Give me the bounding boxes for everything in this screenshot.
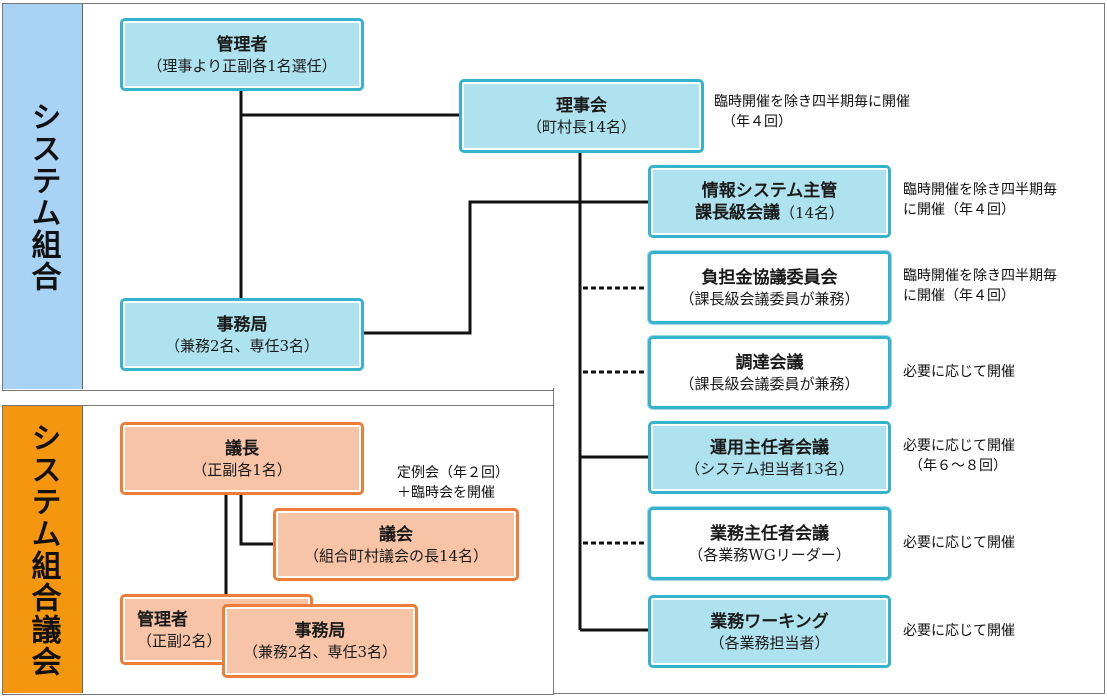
business-leads-sub: （各業務WGリーダー） xyxy=(688,545,851,564)
business-working-box: 業務ワーキング （各業務担当者） xyxy=(648,595,891,668)
board-sub: （町村長14名） xyxy=(526,118,637,136)
system-union-label: システム組合 xyxy=(25,100,61,293)
chair-note: 定例会（年２回） ＋臨時会を開催 xyxy=(397,465,509,501)
business-working-title: 業務ワーキング xyxy=(710,611,829,632)
office-info-line xyxy=(363,200,651,335)
procurement-sub: （課長級会議委員が兼務） xyxy=(679,374,860,393)
manager-title: 管理者 xyxy=(216,34,268,55)
office-sub: （兼務2名、専任3名） xyxy=(164,336,320,355)
board-title: 理事会 xyxy=(556,96,607,116)
council-title: 議会 xyxy=(379,524,413,545)
business-working-note: 必要に応じて開催 xyxy=(903,623,1015,639)
business-leads-note: 必要に応じて開催 xyxy=(903,535,1015,551)
procurement-box: 調達会議 （課長級会議委員が兼務） xyxy=(648,336,891,409)
info-meeting-box: 情報システム主管 課長級会議（14名） xyxy=(648,165,891,238)
burden-committee-note: 臨時開催を除き四半期毎 に開催（年４回） xyxy=(903,268,1057,304)
office-box: 事務局 （兼務2名、専任3名） xyxy=(120,298,364,371)
chair-title: 議長 xyxy=(225,438,259,459)
burden-committee-title: 負担金協議委員会 xyxy=(701,267,838,288)
chair-council-line xyxy=(239,493,276,546)
system-assembly-sidebar: システム組合議会 xyxy=(3,406,83,693)
board-box: 理事会 （町村長14名） xyxy=(459,79,704,153)
chair-box: 議長 （正副各1名） xyxy=(120,422,364,495)
procurement-note: 必要に応じて開催 xyxy=(903,364,1015,380)
operations-box: 運用主任者会議 （システム担当者13名） xyxy=(648,421,891,494)
assembly-office-sub: （兼務2名、専任3名） xyxy=(242,643,398,661)
business-working-sub: （各業務担当者） xyxy=(709,633,830,652)
info-meeting-title2: 課長級会議 xyxy=(694,202,780,223)
office-title: 事務局 xyxy=(216,314,268,335)
system-assembly-label: システム組合議会 xyxy=(25,421,61,678)
chair-sub: （正副各1名） xyxy=(192,460,292,479)
board-note: 臨時開催を除き四半期毎に開催 （年４回） xyxy=(714,94,910,130)
burden-committee-sub: （課長級会議委員が兼務） xyxy=(679,289,860,308)
manager-box: 管理者 （理事より正副各1名選任） xyxy=(120,18,364,91)
operations-title: 運用主任者会議 xyxy=(710,437,829,458)
council-sub: （組合町村議会の長14名） xyxy=(303,546,489,565)
system-union-sidebar: システム組合 xyxy=(3,4,83,389)
operations-note: 必要に応じて開催 （年６～８回） xyxy=(903,438,1015,474)
assembly-manager-title: 管理者 xyxy=(137,609,188,630)
business-leads-box: 業務主任者会議 （各業務WGリーダー） xyxy=(648,507,891,580)
info-meeting-title1: 情報システム主管 xyxy=(701,180,838,201)
info-meeting-note: 臨時開催を除き四半期毎 に開催（年４回） xyxy=(903,182,1057,218)
operations-sub: （システム担当者13名） xyxy=(685,459,854,478)
manager-sub: （理事より正副各1名選任） xyxy=(147,56,337,75)
assembly-office-box: 事務局 （兼務2名、専任3名） xyxy=(222,604,418,678)
info-meeting-inline: （14名） xyxy=(779,203,845,222)
assembly-office-title: 事務局 xyxy=(294,621,346,641)
burden-committee-box: 負担金協議委員会 （課長級会議委員が兼務） xyxy=(648,251,891,324)
assembly-manager-sub: （正副2名） xyxy=(137,631,222,650)
procurement-title: 調達会議 xyxy=(735,352,804,373)
council-box: 議会 （組合町村議会の長14名） xyxy=(273,508,519,581)
business-leads-title: 業務主任者会議 xyxy=(710,523,829,544)
